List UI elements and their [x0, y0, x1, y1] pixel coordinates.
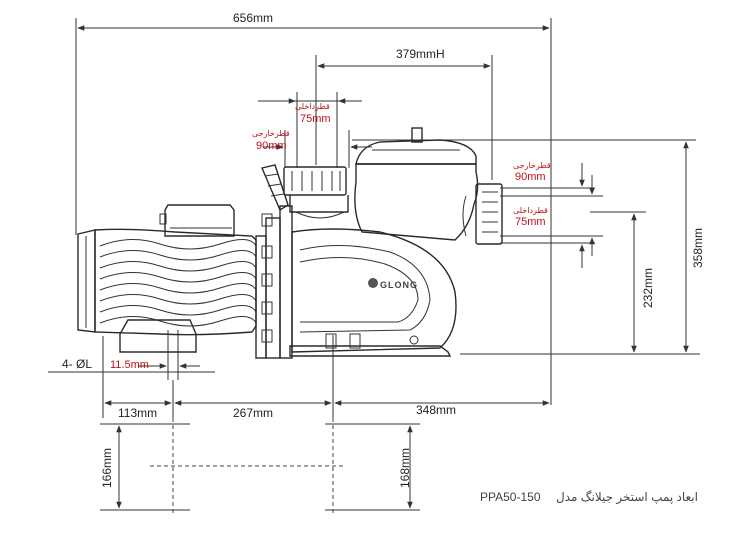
motor-foot [119, 319, 197, 353]
terminal-box [164, 204, 235, 237]
inlet-outer-label-b: 90mm [256, 140, 287, 152]
caption-title: ابعاد پمپ استخر جیلانگ مدل [556, 490, 698, 505]
axis-height-label: 232mm [641, 268, 655, 308]
foot-width-left-label: 166mm [100, 448, 114, 488]
motor-fins [99, 239, 257, 327]
base-a-label: 113mm [118, 406, 157, 420]
base-b-label: 267mm [233, 406, 273, 420]
outlet-outer-label-a: قطرخارجی [513, 161, 551, 170]
brand-logo-mark [368, 278, 378, 288]
pump-front-plate [279, 205, 293, 359]
dimension-lines [48, 18, 700, 515]
flange-bolts [261, 213, 273, 343]
flange [255, 235, 267, 359]
motor-body [94, 228, 257, 336]
outlet-inner-label-b: 75mm [515, 216, 546, 228]
pump-drawing: GLONG [77, 127, 503, 359]
caption-model: PPA50-150 [480, 490, 541, 504]
caption: PPA50-150 ابعاد پمپ استخر جیلانگ مدل [480, 490, 698, 505]
port-span-suffix: H [436, 47, 445, 61]
dimension-labels: 656mm 379mm H قطرداخلی 75mm قطرخارجی 90m… [62, 11, 705, 488]
outlet-union [475, 183, 503, 245]
base-c-label: 348mm [416, 403, 456, 417]
inlet-inner-label-a: قطرداخلی [295, 102, 330, 111]
overall-length-label: 656mm [233, 11, 273, 25]
inlet-inner-label-b: 75mm [300, 113, 331, 125]
inlet-outer-label-a: قطرخارجی [252, 129, 290, 138]
lid-knob [411, 127, 423, 143]
total-height-label: 358mm [691, 228, 705, 268]
hole-size-label: 11.5mm [110, 359, 149, 371]
pump-volute [291, 228, 457, 353]
brand-logo: GLONG [380, 280, 418, 290]
inlet-union [283, 166, 347, 196]
outlet-inner-label-a: قطرداخلی [513, 206, 548, 215]
strainer-housing [354, 163, 479, 241]
foot-width-right-label: 168mm [398, 448, 412, 488]
hole-label: 4- ØL [62, 357, 92, 371]
pump-base [289, 345, 452, 357]
strainer-lid [355, 139, 477, 165]
outlet-outer-label-b: 90mm [515, 171, 546, 183]
port-span-label: 379mm [396, 47, 436, 61]
